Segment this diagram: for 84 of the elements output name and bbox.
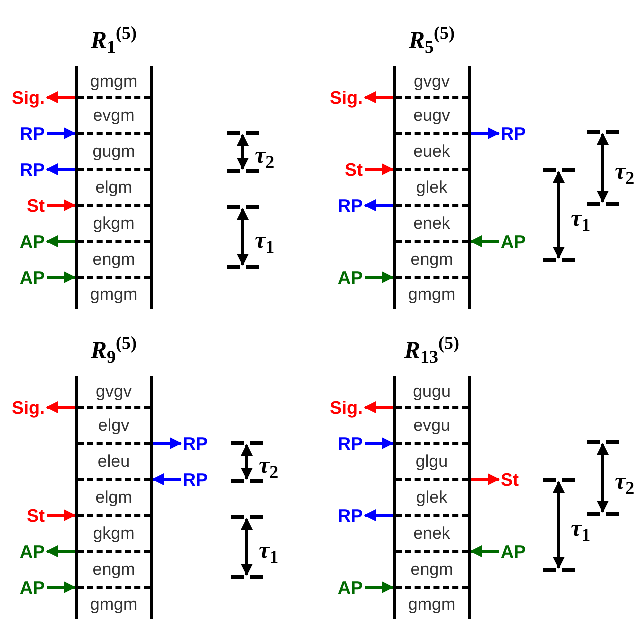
state-level: gmgm bbox=[396, 589, 468, 619]
state-level: gmgm bbox=[78, 589, 150, 619]
arrow bbox=[153, 438, 182, 450]
arrow bbox=[364, 200, 393, 212]
state-level: gmgm bbox=[396, 279, 468, 309]
arrow bbox=[470, 546, 499, 558]
time-interval-label: τ$_{1}$ bbox=[255, 227, 275, 255]
arrow bbox=[46, 92, 75, 104]
time-interval-label: τ$_{1}$ bbox=[259, 537, 279, 565]
state-level: glek bbox=[396, 171, 468, 207]
state-level: engm bbox=[396, 553, 468, 589]
arrow bbox=[364, 92, 393, 104]
state-level: enek bbox=[396, 207, 468, 243]
arrow bbox=[365, 582, 394, 594]
beam-label: AP bbox=[501, 230, 526, 252]
beam-label: AP bbox=[20, 540, 45, 562]
state-level: evgu bbox=[396, 409, 468, 445]
arrow bbox=[47, 200, 76, 212]
state-level: eugv bbox=[396, 99, 468, 135]
beam-label: Sig. bbox=[330, 396, 363, 418]
beam-label: RP bbox=[338, 194, 363, 216]
beam-label: RP bbox=[20, 158, 45, 180]
state-level: gugu bbox=[396, 376, 468, 409]
state-level: evgm bbox=[78, 99, 150, 135]
beam-label: RP bbox=[338, 504, 363, 526]
time-interval-label: τ$_{2}$ bbox=[615, 158, 635, 186]
state-level: euek bbox=[396, 135, 468, 171]
state-level: enek bbox=[396, 517, 468, 553]
arrow bbox=[365, 164, 394, 176]
time-interval-label: τ$_{1}$ bbox=[571, 515, 591, 543]
arrow bbox=[470, 236, 499, 248]
arrow bbox=[47, 582, 76, 594]
arrow bbox=[46, 546, 75, 558]
arrow bbox=[46, 236, 75, 248]
beam-label: Sig. bbox=[12, 396, 45, 418]
beam-label: RP bbox=[183, 468, 208, 490]
beam-label: AP bbox=[20, 266, 45, 288]
state-level: gkgm bbox=[78, 517, 150, 553]
arrow bbox=[471, 474, 500, 486]
state-level: elgm bbox=[78, 481, 150, 517]
state-level: glek bbox=[396, 481, 468, 517]
state-level: engm bbox=[78, 243, 150, 279]
beam-label: RP bbox=[183, 432, 208, 454]
arrow bbox=[364, 402, 393, 414]
beam-label: AP bbox=[501, 540, 526, 562]
arrow bbox=[152, 474, 181, 486]
arrow bbox=[46, 164, 75, 176]
beam-label: Sig. bbox=[330, 86, 363, 108]
arrow bbox=[46, 402, 75, 414]
arrow bbox=[47, 128, 76, 140]
state-level: engm bbox=[396, 243, 468, 279]
state-level: gvgv bbox=[396, 66, 468, 99]
state-level: eleu bbox=[78, 445, 150, 481]
beam-label: St bbox=[501, 468, 519, 490]
beam-label: AP bbox=[338, 576, 363, 598]
beam-label: AP bbox=[338, 266, 363, 288]
state-level: elgm bbox=[78, 171, 150, 207]
arrow bbox=[47, 272, 76, 284]
beam-label: RP bbox=[338, 432, 363, 454]
time-interval-label: τ$_{2}$ bbox=[615, 468, 635, 496]
arrow bbox=[471, 128, 500, 140]
beam-label: RP bbox=[501, 122, 526, 144]
state-level: engm bbox=[78, 553, 150, 589]
beam-label: AP bbox=[20, 230, 45, 252]
state-level: gugm bbox=[78, 135, 150, 171]
arrow bbox=[365, 272, 394, 284]
state-level: elgv bbox=[78, 409, 150, 445]
time-interval-label: τ$_{2}$ bbox=[255, 142, 275, 170]
state-level: gmgm bbox=[78, 279, 150, 309]
arrow bbox=[364, 510, 393, 522]
beam-label: St bbox=[345, 158, 363, 180]
beam-label: St bbox=[27, 504, 45, 526]
state-level: gkgm bbox=[78, 207, 150, 243]
state-level: gmgm bbox=[78, 66, 150, 99]
beam-label: RP bbox=[20, 122, 45, 144]
beam-label: Sig. bbox=[12, 86, 45, 108]
arrow bbox=[365, 438, 394, 450]
time-interval-label: τ$_{1}$ bbox=[571, 205, 591, 233]
state-level: gvgv bbox=[78, 376, 150, 409]
state-level: glgu bbox=[396, 445, 468, 481]
time-interval-label: τ$_{2}$ bbox=[259, 452, 279, 480]
arrow bbox=[47, 510, 76, 522]
beam-label: St bbox=[27, 194, 45, 216]
beam-label: AP bbox=[20, 576, 45, 598]
